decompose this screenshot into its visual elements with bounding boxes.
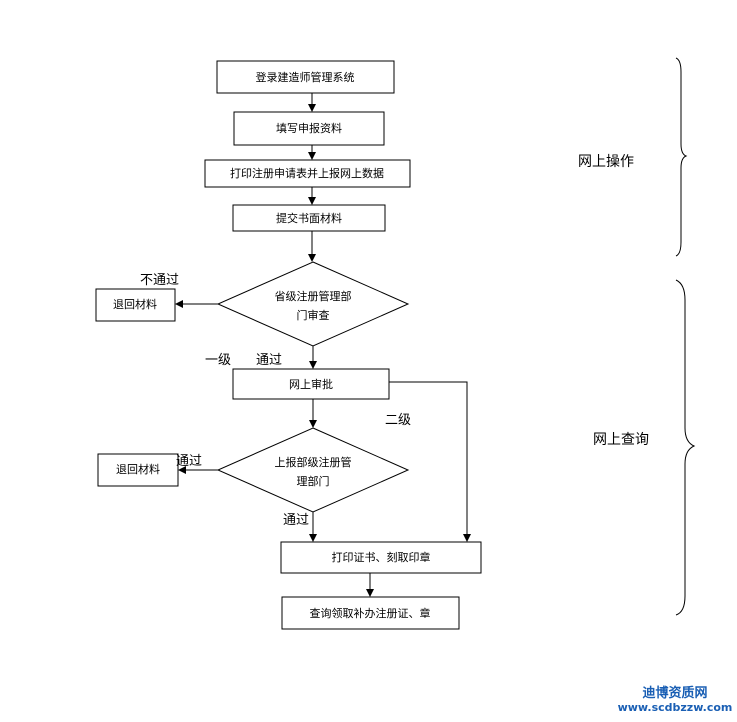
label-pass-left: 通过: [176, 454, 202, 469]
decision-ministry-text-1: 上报部级注册管: [275, 455, 352, 469]
node-return-2: 退回材料: [97, 453, 179, 487]
watermark-url: www.scdbzzw.com: [618, 701, 733, 714]
node-login-text: 登录建造师管理系统: [256, 70, 355, 84]
node-online-approve-text: 网上审批: [289, 377, 333, 391]
node-print-upload-text: 打印注册申请表并上报网上数据: [230, 166, 384, 180]
node-print-cert-text: 打印证书、刻取印章: [332, 550, 431, 564]
section-online-ops: 网上操作: [578, 154, 634, 170]
brace-online-query: [675, 279, 696, 616]
label-pass-1: 通过: [256, 353, 282, 368]
section-online-query: 网上查询: [593, 432, 649, 448]
node-fill-text: 填写申报资料: [276, 121, 342, 135]
node-return-1-text: 退回材料: [113, 297, 157, 311]
decision-province-review: 省级注册管理部 门审查: [216, 261, 410, 347]
label-level1: 一级: [205, 353, 231, 368]
node-fill: 填写申报资料: [233, 111, 385, 146]
decision-province-text-2: 门审查: [297, 308, 330, 322]
arrow-approve-cert-level2: [389, 381, 471, 542]
node-return-2-text: 退回材料: [116, 462, 160, 476]
label-pass-2: 通过: [283, 513, 309, 528]
node-query: 查询领取补办注册证、章: [281, 596, 460, 630]
decision-province-text-1: 省级注册管理部: [275, 289, 352, 303]
watermark-name: 迪博资质网: [642, 685, 707, 701]
brace-online-ops: [675, 57, 688, 257]
node-online-approve: 网上审批: [232, 368, 390, 400]
node-print-upload: 打印注册申请表并上报网上数据: [204, 159, 411, 188]
node-submit: 提交书面材料: [232, 204, 386, 232]
label-not-pass: 不通过: [140, 273, 179, 288]
decision-ministry-text-2: 理部门: [297, 474, 330, 488]
node-login: 登录建造师管理系统: [216, 60, 395, 94]
node-submit-text: 提交书面材料: [276, 211, 342, 225]
decision-ministry-review: 上报部级注册管 理部门: [216, 427, 410, 513]
node-print-cert: 打印证书、刻取印章: [280, 541, 482, 574]
node-return-1: 退回材料: [95, 288, 176, 322]
node-query-text: 查询领取补办注册证、章: [310, 606, 431, 620]
label-level2: 二级: [385, 413, 411, 428]
